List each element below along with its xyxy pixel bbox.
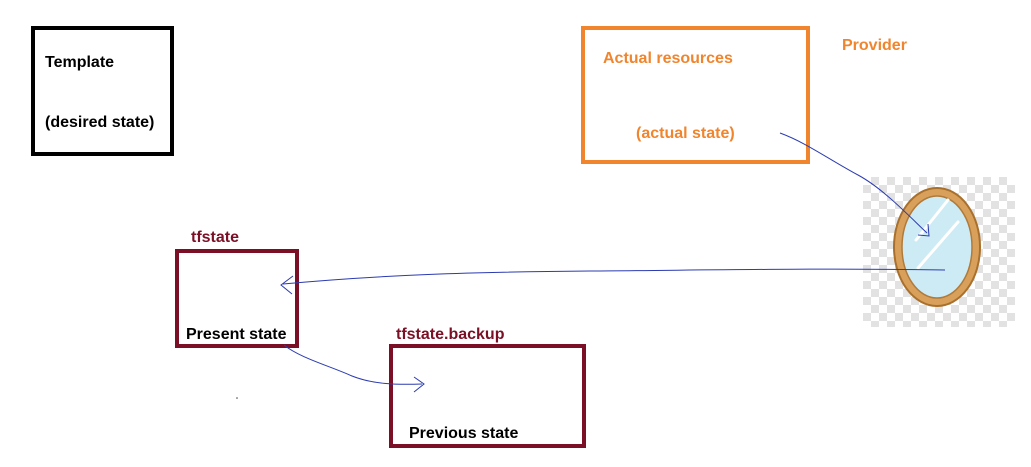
- template-subtitle: (desired state): [45, 114, 155, 131]
- present-state-text: Present state: [186, 326, 287, 343]
- actual-state-subtitle: (actual state): [636, 125, 735, 142]
- template-title: Template: [45, 54, 115, 71]
- oval-mirror-icon: [893, 187, 981, 307]
- arrow-present-to-previous: [283, 344, 423, 385]
- previous-state-text: Previous state: [409, 425, 519, 442]
- template-box: [31, 26, 174, 156]
- actual-resources-box: [581, 26, 810, 164]
- actual-resources-title: Actual resources: [603, 50, 733, 67]
- backup-box: [389, 344, 586, 448]
- arrow-actual-to-mirror: [779, 132, 928, 234]
- backup-label: tfstate.backup: [396, 326, 505, 343]
- tfstate-label: tfstate: [191, 229, 240, 246]
- arrowhead-tfstate: [280, 275, 294, 295]
- stray-dot: [236, 397, 238, 399]
- provider-label: Provider: [842, 37, 907, 54]
- arrowhead-backup: [413, 376, 425, 393]
- arrow-mirror-to-tfstate: [282, 268, 946, 285]
- arrowhead-mirror: [917, 223, 930, 237]
- tfstate-box: [175, 249, 299, 348]
